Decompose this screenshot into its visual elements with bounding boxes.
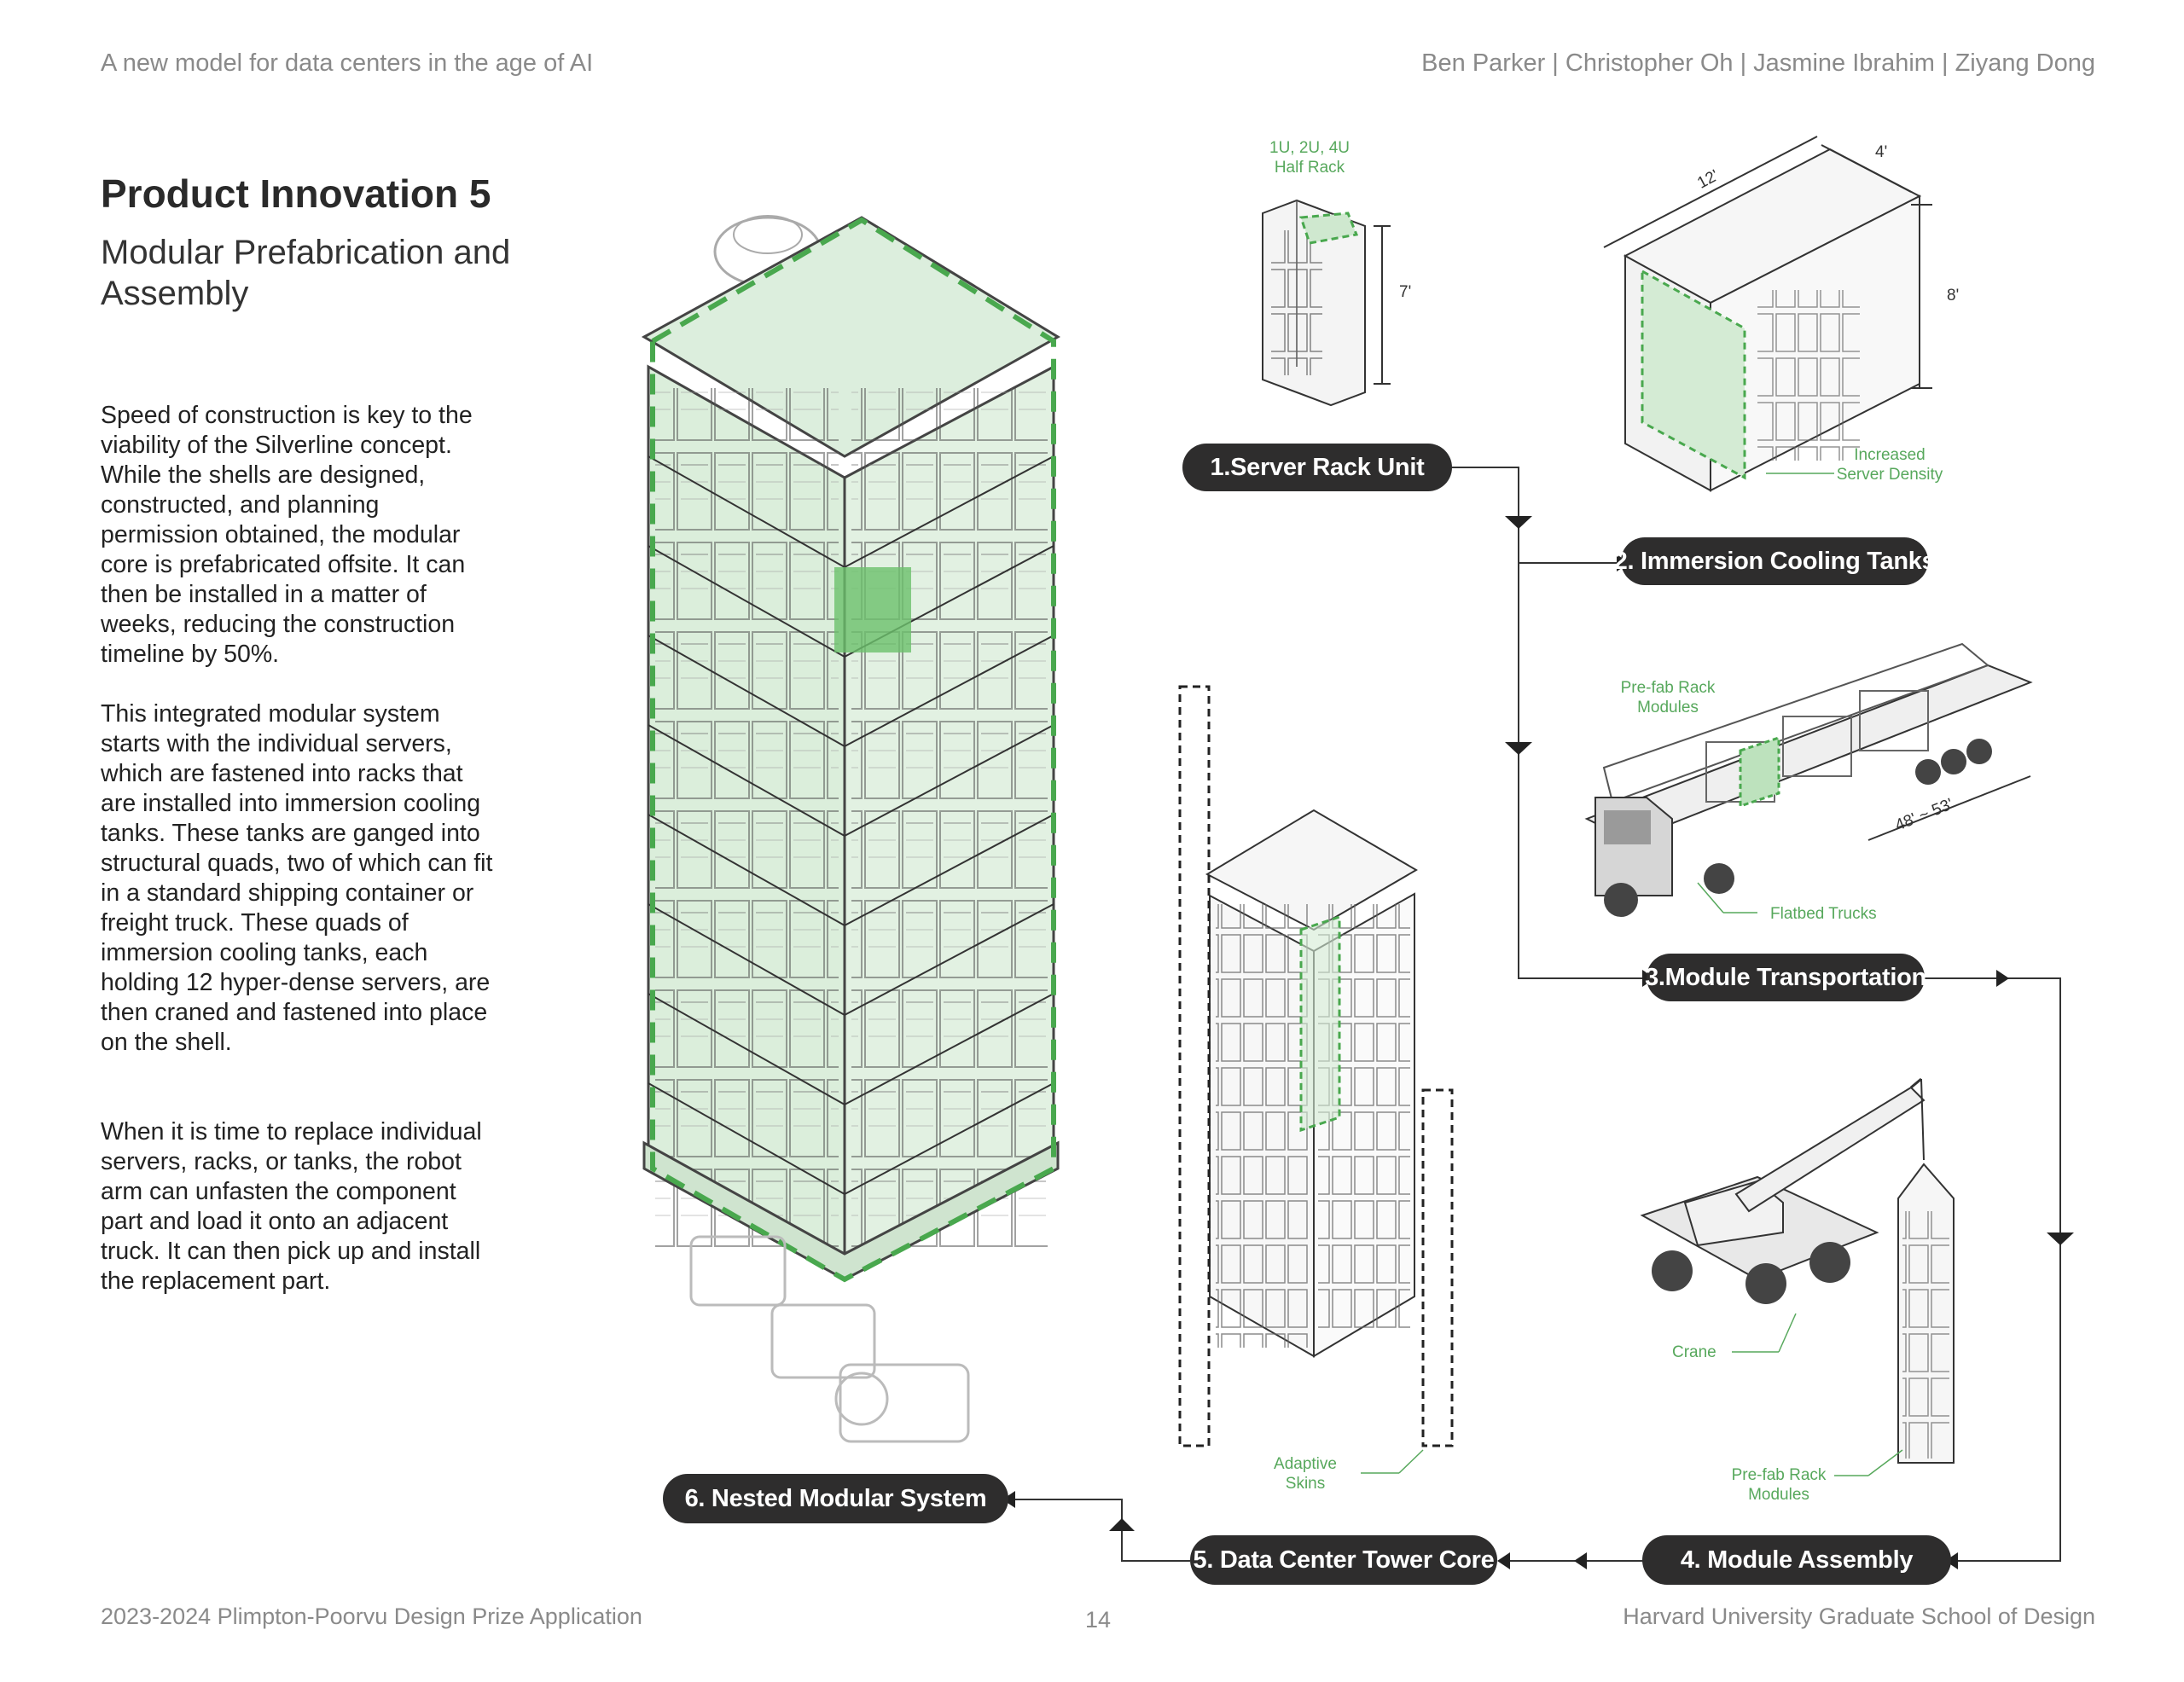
- header-left-text: A new model for data centers in the age …: [101, 49, 594, 77]
- flatbed-trucks-label: Flatbed Trucks: [1770, 905, 1877, 923]
- page-number: 14: [1085, 1607, 1112, 1633]
- flatbed-truck-drawing: [1584, 642, 2033, 917]
- footer-left-text: 2023-2024 Plimpton-Poorvu Design Prize A…: [101, 1604, 642, 1629]
- rack-height-dimension: 7': [1399, 283, 1412, 301]
- tank-width-dimension: 4': [1875, 143, 1888, 161]
- immersion-tank-drawing: [1603, 136, 1932, 492]
- page-title: Product Innovation 5: [101, 171, 491, 216]
- step-2-immersion-cooling-tanks[interactable]: 2. Immersion Cooling Tanks: [1614, 537, 1936, 585]
- step-1-server-rack-unit[interactable]: 1.Server Rack Unit: [1182, 444, 1452, 491]
- crane-label: Crane: [1672, 1343, 1716, 1361]
- page-subtitle: Modular Prefabrication and Assembly: [101, 234, 511, 312]
- step-6-nested-modular-system[interactable]: 6. Nested Modular System: [663, 1474, 1008, 1523]
- body-paragraph-2: This integrated modular system starts wi…: [101, 700, 493, 1056]
- server-rack-drawing: [1262, 199, 1391, 407]
- body-paragraph-1: Speed of construction is key to the viab…: [101, 402, 473, 668]
- nested-system-tower-drawing: [641, 215, 1060, 1443]
- step-3-module-transportation[interactable]: 3.Module Transportation: [1645, 954, 1926, 1001]
- prefab-modules-bottom-label: Pre-fab Rack Modules: [1731, 1466, 1827, 1504]
- tower-core-drawing: [1178, 685, 1454, 1474]
- increased-density-label: Increased Server Density: [1836, 446, 1943, 484]
- crane-drawing: [1640, 1077, 1955, 1476]
- footer-right-text: Harvard University Graduate School of De…: [1623, 1604, 2095, 1629]
- prefab-modules-top-label: Pre-fab Rack Modules: [1620, 679, 1716, 716]
- step-4-module-assembly[interactable]: 4. Module Assembly: [1642, 1535, 1951, 1585]
- step-5-data-center-tower-core[interactable]: 5. Data Center Tower Core: [1190, 1535, 1497, 1585]
- body-paragraph-3: When it is time to replace individual se…: [101, 1118, 482, 1295]
- adaptive-skins-label: Adaptive Skins: [1274, 1455, 1337, 1493]
- rack-types-label: 1U, 2U, 4U Half Rack: [1269, 139, 1350, 177]
- tank-height-dimension: 8': [1947, 287, 1960, 304]
- flow-arrowheads: [1002, 516, 2074, 1569]
- header-authors: Ben Parker | Christopher Oh | Jasmine Ib…: [1421, 49, 2095, 77]
